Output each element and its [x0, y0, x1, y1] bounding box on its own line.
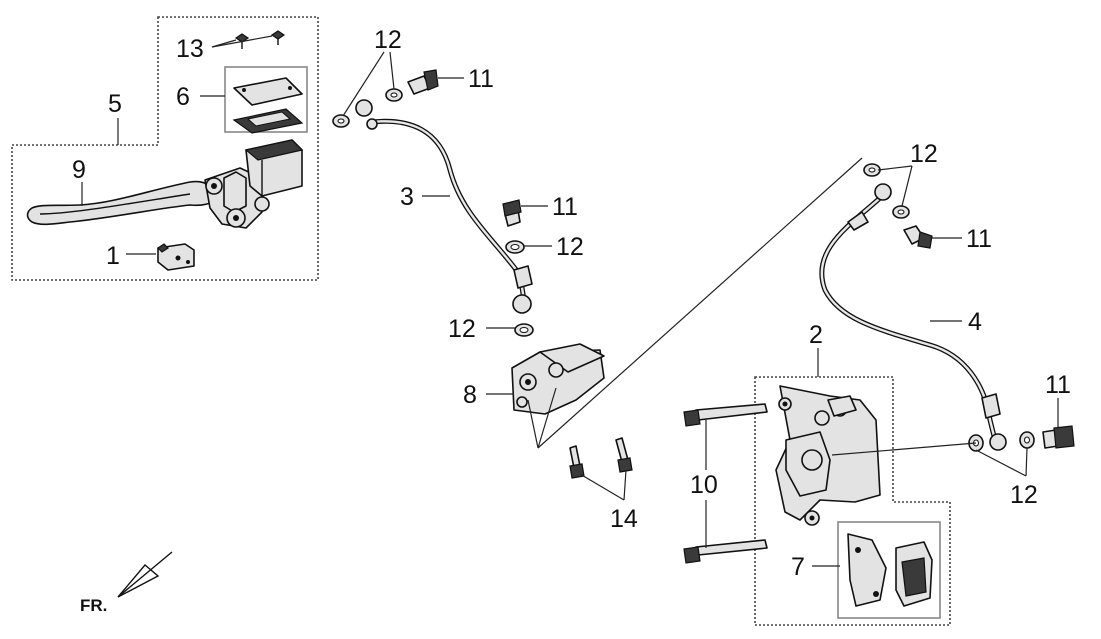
- callout-11-right: 11: [966, 225, 992, 253]
- callout-3: 3: [400, 183, 414, 211]
- brake-hose-lower: [819, 183, 1007, 451]
- brake-pads: [847, 533, 933, 607]
- callout-7: 7: [791, 553, 805, 581]
- callout-numbers: 13 6 5 9 1 12 11 3 11 12 12 8 14 12 11 4…: [72, 26, 1071, 581]
- brake-lever-master-cylinder: [26, 139, 304, 229]
- callout-1: 1: [106, 242, 120, 270]
- callout-12-top: 12: [374, 26, 402, 54]
- callout-5: 5: [108, 90, 122, 118]
- caliper-group-box: [754, 376, 951, 626]
- callout-12-bottom-right: 12: [1010, 481, 1038, 509]
- brake-junction-block: [511, 343, 605, 415]
- master-cylinder-group-box: [11, 16, 319, 281]
- banjo-bolts: [407, 69, 1075, 449]
- callout-13: 13: [176, 35, 204, 63]
- reservoir-cap-diaphragm: [232, 77, 304, 134]
- callout-2: 2: [809, 321, 823, 349]
- front-direction-indicator: FR.: [80, 551, 173, 615]
- reservoir-cap-box: [224, 66, 308, 133]
- brake-caliper: [775, 385, 881, 526]
- callout-9: 9: [72, 156, 86, 184]
- callout-6: 6: [176, 83, 190, 111]
- callout-8: 8: [463, 381, 477, 409]
- callout-4: 4: [968, 308, 982, 336]
- callout-14: 14: [610, 505, 638, 533]
- reservoir-screws: [234, 30, 286, 49]
- front-label: FR.: [80, 596, 107, 615]
- brake-pad-box: [837, 521, 941, 619]
- callout-11-mid: 11: [552, 193, 578, 221]
- callout-11-top: 11: [468, 65, 494, 93]
- leader-lines: [81, 35, 1059, 567]
- callout-12-mid: 12: [556, 233, 584, 261]
- caliper-mounting-bolts: [683, 403, 768, 564]
- callout-11-far-right: 11: [1045, 371, 1071, 399]
- callout-12-upper-right: 12: [910, 140, 938, 168]
- callout-10: 10: [690, 471, 718, 499]
- callout-12-left: 12: [448, 315, 476, 343]
- brake-light-switch: [157, 243, 195, 271]
- brake-hose-upper: [355, 99, 533, 314]
- junction-bolts: [569, 437, 633, 479]
